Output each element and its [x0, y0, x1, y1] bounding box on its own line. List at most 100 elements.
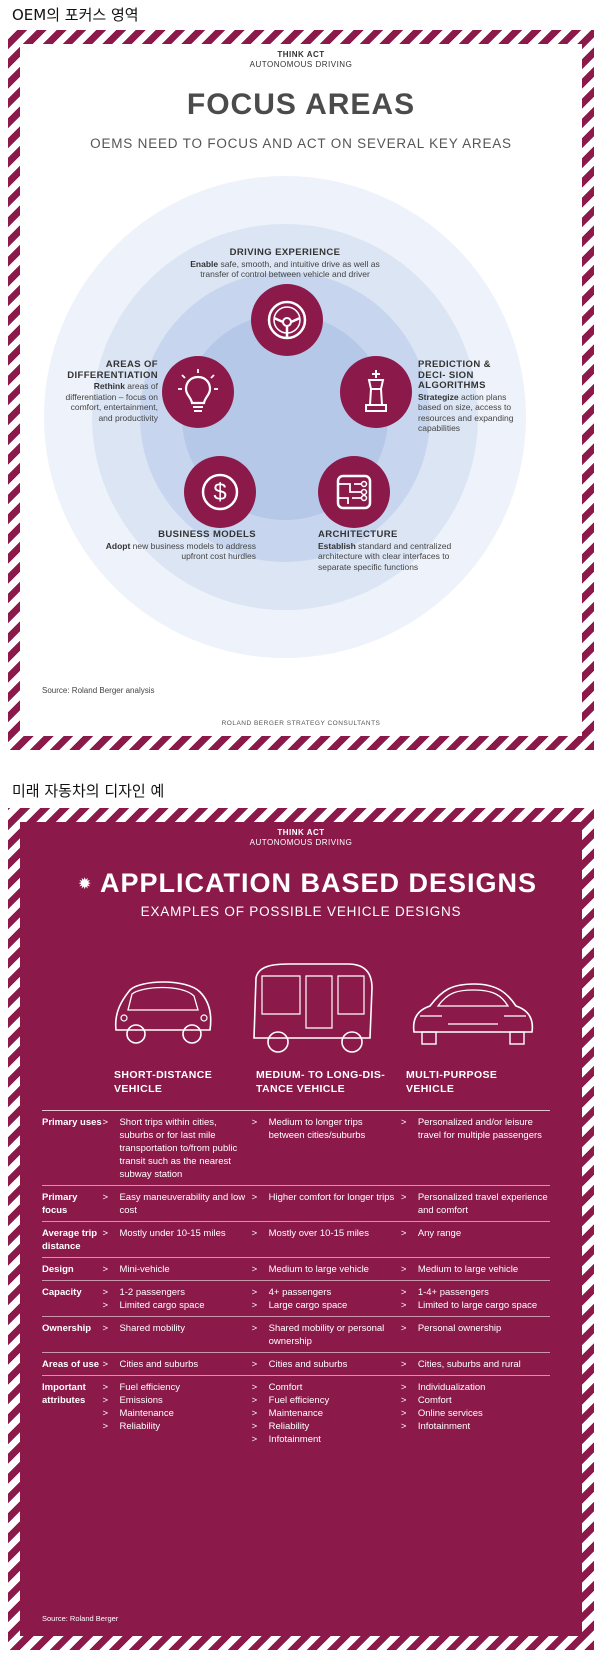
list-item-text: Mostly under 10-15 miles: [119, 1228, 226, 1239]
list-item-text: Fuel efficiency: [268, 1395, 330, 1406]
list-item: > Personalized and/or leisure travel for …: [401, 1116, 550, 1142]
bullet-glyph: >: [400, 1287, 407, 1298]
table-cell: >Individualization>Comfort>Online servic…: [401, 1376, 550, 1451]
area-prediction: PREDICTION & DECI- SION ALGORITHMS Strat…: [418, 359, 518, 434]
area-text: areas of differentiation – focus on comf…: [65, 381, 158, 423]
list-item-text: Medium to longer trips between cities/su…: [268, 1117, 366, 1141]
list-item: >Personalized travel experience and comf…: [401, 1191, 550, 1217]
area-architecture: ARCHITECTURE Establish standard and cent…: [318, 529, 458, 572]
bullet-glyph: >: [251, 1300, 258, 1311]
page-title: FOCUS AREAS: [186, 88, 416, 121]
table-row: Ownership>Shared mobility>Shared mobilit…: [42, 1316, 550, 1353]
chess-king-icon: [340, 356, 412, 428]
bullet-glyph: >: [102, 1323, 109, 1334]
list-item: >Fuel efficiency: [252, 1394, 401, 1407]
application-designs-panel: THINK ACT AUTONOMOUS DRIVING ✹ APPLICATI…: [20, 822, 582, 1636]
bullet-glyph: >: [251, 1382, 258, 1393]
page-subtitle: OEMS NEED TO FOCUS AND ACT ON SEVERAL KE…: [90, 136, 512, 151]
bullet-glyph: >: [102, 1287, 109, 1298]
svg-text:$: $: [213, 479, 226, 506]
bullet-glyph: >: [102, 1408, 109, 1419]
table-cell: >Medium to large vehicle: [401, 1258, 550, 1281]
caption-focus-areas: OEM의 포커스 영역: [12, 6, 139, 24]
list-item: >Comfort: [401, 1394, 550, 1407]
short-distance-vehicle-icon: [114, 981, 212, 1044]
table-row: Areas of use>Cities and suburbs>Cities a…: [42, 1352, 550, 1376]
row-header: Average trip distance: [42, 1228, 98, 1252]
vehicle-spec-table: Primary uses>Short trips within cities, …: [42, 1110, 550, 1450]
list-item: >Shared mobility: [102, 1322, 251, 1335]
bullet-glyph: >: [102, 1382, 109, 1393]
list-item-text: Cities, suburbs and rural: [417, 1359, 521, 1370]
bullet-glyph: >: [251, 1434, 258, 1445]
list-item: >Medium to large vehicle: [401, 1263, 550, 1276]
list-item: >Mostly under 10-15 miles: [102, 1227, 251, 1240]
list-item: >Maintenance: [252, 1407, 401, 1420]
table-cell: > Easy maneuverability and low cost: [102, 1186, 251, 1222]
list-item: >Cities and suburbs: [102, 1358, 251, 1371]
table-cell: >Cities and suburbs: [252, 1353, 401, 1376]
bullet-glyph: >: [400, 1421, 407, 1432]
bullet-glyph: >: [251, 1287, 258, 1298]
list-item-text: Shared mobility or personal ownership: [268, 1323, 385, 1347]
area-verb: Rethink: [93, 381, 125, 391]
list-item-text: Infotainment: [268, 1434, 321, 1445]
list-item: >Fuel efficiency: [102, 1381, 251, 1394]
area-verb: Adopt: [105, 540, 131, 551]
list-item: >Higher comfort for longer trips: [252, 1191, 401, 1204]
bullet-glyph: >: [400, 1228, 407, 1239]
table-row: Primary uses>Short trips within cities, …: [42, 1110, 550, 1186]
list-item-text: Medium to large vehicle: [268, 1264, 369, 1275]
table-cell: >Higher comfort for longer trips: [252, 1186, 401, 1222]
bullet-glyph: >: [102, 1395, 109, 1406]
table-cell: >Personal ownership: [401, 1317, 550, 1353]
list-item: >Short trips within cities, suburbs or f…: [102, 1116, 251, 1181]
list-item: >Cities, suburbs and rural: [401, 1358, 550, 1371]
list-item-text: 4+ passengers: [268, 1287, 332, 1298]
row-header: Areas of use: [42, 1359, 100, 1370]
bullet-glyph: >: [251, 1421, 258, 1432]
table-row: Design>Mini-vehicle>Medium to large vehi…: [42, 1257, 550, 1281]
table-cell: >Fuel efficiency>Emissions>Maintenance>R…: [102, 1376, 251, 1451]
list-item-text: Cities and suburbs: [119, 1359, 199, 1370]
source-note: Source: Roland Berger analysis: [42, 686, 155, 695]
bullet-glyph: >: [400, 1408, 407, 1419]
list-item-text: Easy maneuverability and low cost: [119, 1192, 246, 1216]
list-item: >Reliability: [102, 1420, 251, 1433]
page-subtitle: EXAMPLES OF POSSIBLE VEHICLE DESIGNS: [140, 904, 462, 919]
table-cell: >Mostly under 10-15 miles: [102, 1222, 251, 1258]
bullet-glyph: >: [400, 1323, 407, 1334]
area-business-models: BUSINESS MODELS Adopt new business model…: [100, 529, 256, 562]
list-item-text: 1-4+ passengers: [417, 1287, 489, 1298]
table-cell: >4+ passengers>Large cargo space: [252, 1281, 401, 1317]
area-text: safe, smooth, and intuitive drive as wel…: [200, 258, 380, 280]
caption-vehicle-designs: 미래 자동차의 디자인 예: [12, 782, 165, 800]
row-header: Important attributes: [42, 1382, 86, 1406]
area-driving-experience: DRIVING EXPERIENCE Enable safe, smooth, …: [190, 247, 380, 280]
list-item: >Limited cargo space: [102, 1299, 251, 1312]
bullet-glyph: >: [400, 1117, 407, 1128]
bullet-glyph: >: [400, 1300, 407, 1311]
list-item-text: Comfort: [417, 1395, 452, 1406]
area-heading: DRIVING EXPERIENCE: [229, 247, 341, 258]
bullet-glyph: >: [102, 1421, 109, 1432]
topic-label: AUTONOMOUS DRIVING: [249, 838, 353, 847]
row-header: Primary uses: [42, 1117, 102, 1128]
list-item: >Emissions: [102, 1394, 251, 1407]
table-cell: >Short trips within cities, suburbs or f…: [102, 1111, 251, 1186]
circuit-icon: [318, 456, 390, 528]
list-item-text: Limited cargo space: [119, 1300, 205, 1311]
source-note: Source: Roland Berger: [42, 1614, 119, 1623]
table-cell: >Mostly over 10-15 miles: [252, 1222, 401, 1258]
bullet-glyph: >: [102, 1192, 109, 1203]
list-item: >Comfort: [252, 1381, 401, 1394]
area-text: standard and centralized architecture wi…: [318, 540, 452, 572]
list-item-text: Personalized and/or leisure travel for m…: [417, 1117, 542, 1141]
list-item: >Shared mobility or personal ownership: [252, 1322, 401, 1348]
list-item: > Infotainment: [252, 1433, 401, 1446]
table-cell: >Medium to large vehicle: [252, 1258, 401, 1281]
table-cell: >Shared mobility or personal ownership: [252, 1317, 401, 1353]
area-verb: Enable: [190, 258, 219, 269]
list-item-text: 1-2 passengers: [119, 1287, 185, 1298]
table-cell: >Any range: [401, 1222, 550, 1258]
